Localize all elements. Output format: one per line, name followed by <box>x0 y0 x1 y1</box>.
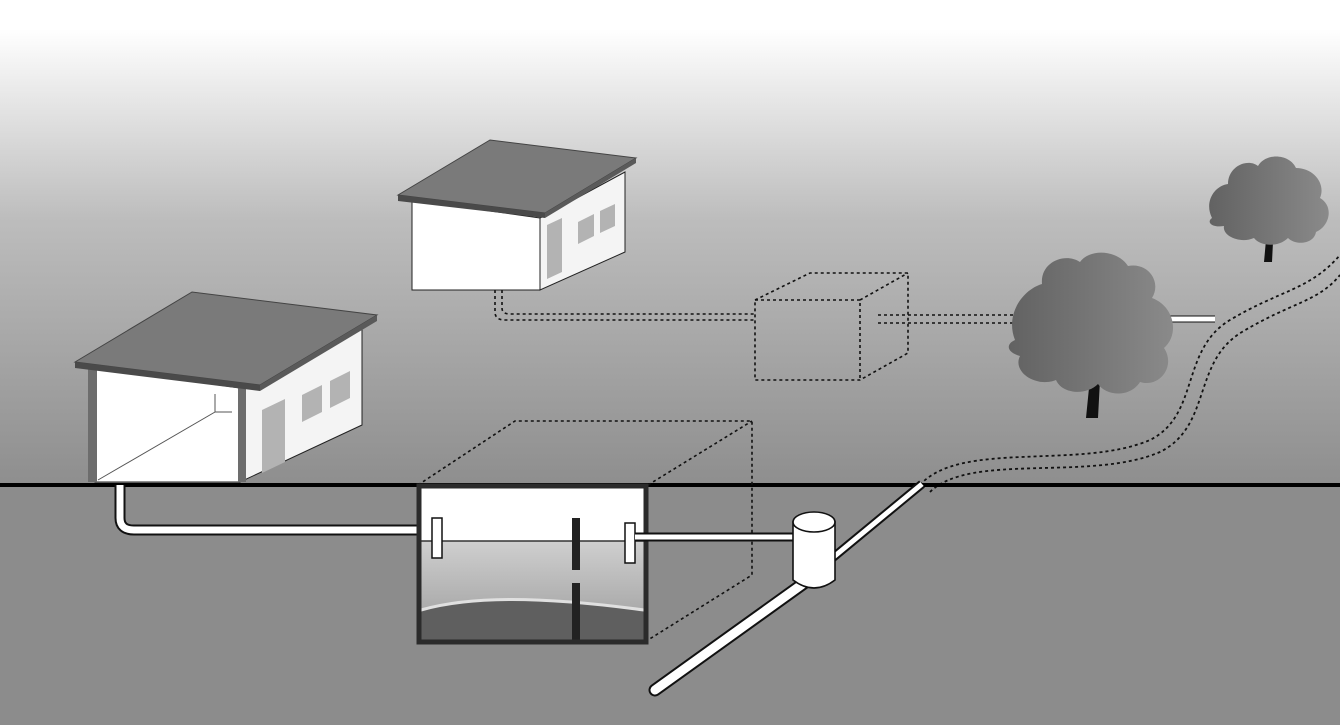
drain-field-pipe <box>648 480 925 697</box>
house-front-roof-edge <box>75 362 260 391</box>
house-front-window-2 <box>330 371 350 408</box>
septic-tank-frame <box>416 483 649 645</box>
back-house-pipe <box>494 290 755 321</box>
septic-tank-sludge <box>421 599 644 640</box>
house-back-roof-edge <box>398 195 545 218</box>
house-back-roof-side <box>545 158 636 218</box>
septic-tank-inlet-tee <box>431 517 443 559</box>
ghost-tank-back <box>754 272 909 381</box>
winding-drain-line <box>919 254 1340 493</box>
ground <box>0 485 1340 725</box>
house-front <box>73 291 379 483</box>
house-back-window-1 <box>578 214 594 244</box>
house-front-corner-post-right <box>238 388 246 482</box>
house-front-corner-post-left <box>88 368 97 482</box>
house-back <box>396 139 638 291</box>
septic-tank-outlet-tee <box>624 522 636 564</box>
septic-tank-3d-outline <box>417 420 753 641</box>
house-back-door <box>547 218 562 279</box>
septic-tank-baffle-lower <box>572 583 580 640</box>
house-front-door <box>262 399 285 473</box>
house-front-roof-side <box>260 315 377 391</box>
house-back-window-2 <box>600 204 615 233</box>
distribution-box <box>792 511 836 589</box>
house-front-window-1 <box>302 385 322 422</box>
inlet-pipe <box>114 485 436 536</box>
septic-tank <box>416 483 649 645</box>
tree-small <box>1209 156 1329 262</box>
septic-tank-scum-highlight <box>420 598 645 612</box>
tree-large <box>1008 252 1174 418</box>
septic-tank-baffle-upper <box>572 518 580 570</box>
house-front-interior-line <box>97 394 232 481</box>
tree-small-canopy <box>1209 156 1329 245</box>
tree-large-canopy <box>1008 252 1174 394</box>
distribution-box-top <box>792 511 836 533</box>
